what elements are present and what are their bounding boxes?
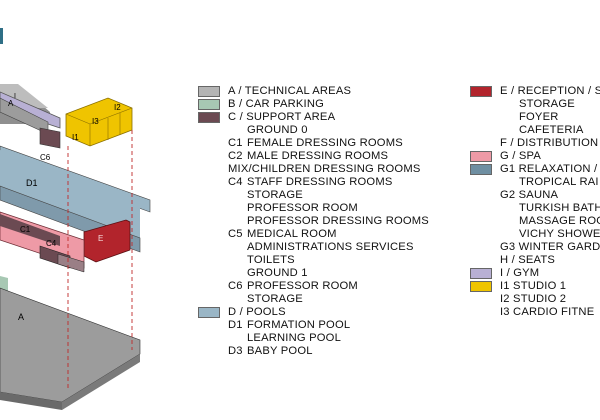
legend-text: FORMATION POOL	[247, 319, 351, 331]
legend-code: C1	[228, 137, 243, 149]
legend-text: I3 CARDIO FITNE	[500, 306, 595, 318]
legend-text: BABY POOL	[247, 345, 313, 357]
legend-text: I2 STUDIO 2	[500, 293, 567, 305]
legend-text: GROUND 1	[247, 267, 308, 279]
legend-swatch-studio	[470, 281, 492, 292]
legend-text: G / SPA	[500, 150, 541, 162]
block-pools-roof	[0, 150, 140, 238]
legend-text: A / TECHNICAL AREAS	[228, 85, 352, 97]
legend-text: D / POOLS	[228, 306, 286, 318]
legend-code: C4	[228, 176, 243, 188]
legend-text: GROUND 0	[247, 124, 308, 136]
block-stairs	[57, 253, 85, 273]
legend-text: I / GYM	[500, 267, 540, 279]
legend-text: CAFETERIA	[519, 124, 584, 136]
legend-text: TURKISH BATH	[519, 202, 600, 214]
legend-text: MEDICAL ROOM	[247, 228, 337, 240]
legend-text: C / SUPPORT AREA	[228, 111, 336, 123]
label-c1: C1	[20, 225, 31, 234]
legend-text: MALE DRESSING ROOMS	[247, 150, 389, 162]
label-a-top: A	[8, 99, 14, 108]
legend-code: C6	[228, 280, 243, 292]
legend-swatch-relaxation	[470, 164, 492, 175]
legend-text: STORAGE	[247, 293, 303, 305]
legend-text: MIX/CHILDREN DRESSING ROOMS	[228, 163, 421, 175]
legend-text: B / CAR PARKING	[228, 98, 325, 110]
label-i2: I2	[114, 103, 121, 112]
label-c6: C6	[40, 153, 51, 162]
legend-text: H / SEATS	[500, 254, 556, 266]
label-i-top: I	[14, 93, 16, 100]
legend-code: D1	[228, 319, 243, 331]
legend-text: MASSAGE ROO	[519, 215, 600, 227]
legend-text: FEMALE DRESSING ROOMS	[247, 137, 403, 149]
label-e: E	[98, 234, 103, 243]
label-d1: D1	[26, 178, 38, 188]
block-c6	[39, 127, 61, 149]
block-i-gym	[0, 91, 61, 129]
legend-text: G3 WINTER GARD	[500, 241, 600, 253]
block-support-strip	[0, 214, 60, 246]
legend-text: I1 STUDIO 1	[500, 280, 567, 292]
legend-text: VICHY SHOWE	[519, 228, 600, 240]
legend-text: FOYER	[519, 111, 559, 123]
legend-swatch-pools	[198, 307, 220, 318]
label-c4: C4	[46, 239, 57, 248]
legend-swatch-support	[198, 112, 220, 123]
legend-swatch-technical	[198, 86, 220, 97]
legend-swatch-parking	[198, 99, 220, 110]
block-a-bottom-front	[0, 392, 62, 410]
legend-text: STORAGE	[247, 189, 303, 201]
legend-text: TROPICAL RAI	[519, 176, 599, 188]
legend-text: PROFESSOR ROOM	[247, 202, 358, 214]
label-i3: I3	[92, 117, 99, 126]
legend-code: C5	[228, 228, 243, 240]
legend-code: C2	[228, 150, 243, 162]
legend-text: PROFESSOR DRESSING ROOMS	[247, 215, 429, 227]
axonometric-diagram: A I C6 I2 I3 I1 D1 E C1 C4 A	[0, 0, 200, 420]
legend-text: G1 RELAXATION /	[500, 163, 598, 175]
legend-text: LEARNING POOL	[247, 332, 341, 344]
legend-swatch-spa	[470, 151, 492, 162]
legend-text: STORAGE	[519, 98, 575, 110]
building-axonometric-svg: A I C6 I2 I3 I1 D1 E C1 C4 A	[0, 28, 151, 410]
legend-text: G2 SAUNA	[500, 189, 559, 201]
legend-text: E / RECEPTION / S	[500, 85, 600, 97]
header-mark	[0, 28, 3, 44]
legend-swatch-gym	[470, 268, 492, 279]
legend-text: F / DISTRIBUTION	[500, 137, 599, 149]
block-a-bottom-side	[62, 354, 140, 410]
legend-code: D3	[228, 345, 243, 357]
legend-swatch-reception	[470, 86, 492, 97]
label-i1: I1	[72, 133, 79, 142]
legend-text: ADMINISTRATIONS SERVICES	[247, 241, 414, 253]
legend-text: PROFESSOR ROOM	[247, 280, 358, 292]
label-a-bottom: A	[18, 312, 24, 322]
legend-text: TOILETS	[247, 254, 295, 266]
legend-text: STAFF DRESSING ROOMS	[247, 176, 393, 188]
